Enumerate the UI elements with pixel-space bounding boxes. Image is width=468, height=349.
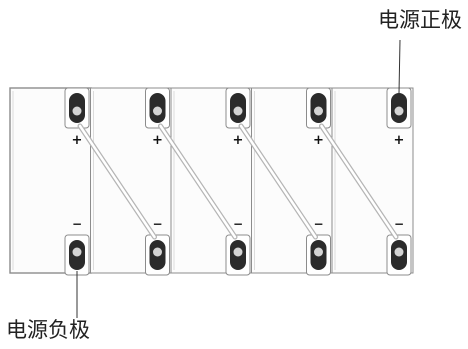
terminal-bolt <box>72 247 82 257</box>
link-strap-inner <box>239 124 317 239</box>
minus-sign: − <box>313 217 323 231</box>
positive-terminal-label: 电源正极 <box>378 8 462 32</box>
battery-cell-2: +− <box>90 87 172 276</box>
terminal-bolt <box>233 106 243 116</box>
battery-cell-3: +− <box>170 87 253 276</box>
cell-4-negative-terminal <box>306 234 331 276</box>
series-link-3 <box>238 123 318 240</box>
series-link-1 <box>77 123 157 240</box>
minus-sign: − <box>394 217 404 231</box>
terminal-bolt <box>394 247 404 257</box>
cell-1-positive-terminal <box>64 87 90 129</box>
battery-cell-5: +− <box>331 87 414 276</box>
minus-sign: − <box>233 217 243 231</box>
cell-1-negative-terminal <box>64 234 90 276</box>
negative-terminal-label: 电源负极 <box>6 318 90 342</box>
minus-sign: − <box>72 217 82 231</box>
link-strap-inner <box>78 124 156 239</box>
series-link-4 <box>319 123 399 240</box>
cell-2-negative-terminal <box>145 234 170 276</box>
terminal-bolt <box>233 247 243 257</box>
series-link-2 <box>158 123 238 240</box>
terminal-bolt <box>153 247 162 257</box>
plus-sign: + <box>394 133 405 148</box>
cell-3-negative-terminal <box>225 234 251 276</box>
plus-sign: + <box>233 133 244 148</box>
plus-sign: + <box>152 133 163 148</box>
plus-sign: + <box>313 133 324 148</box>
minus-sign: − <box>152 217 162 231</box>
cell-5-negative-terminal <box>386 234 412 276</box>
battery-cell-1: +− <box>9 87 92 276</box>
cell-5-positive-terminal <box>386 87 412 129</box>
terminal-bolt <box>314 247 323 257</box>
battery-cell-4: +− <box>251 87 333 276</box>
callout-leaders <box>76 39 401 318</box>
terminal-bolt <box>314 106 323 116</box>
link-strap-inner <box>159 124 237 239</box>
cell-4-positive-terminal <box>306 87 331 129</box>
plus-sign: + <box>72 133 83 148</box>
cell-2-positive-terminal <box>145 87 170 129</box>
cell-3-positive-terminal <box>225 87 251 129</box>
terminal-bolt <box>72 106 82 116</box>
terminal-bolt <box>153 106 162 116</box>
link-strap-inner <box>320 124 398 239</box>
positive-leader-line <box>398 39 401 94</box>
battery-cells: +−+−+−+−+− <box>9 87 414 276</box>
series-links <box>77 123 399 240</box>
terminal-bolt <box>394 106 404 116</box>
